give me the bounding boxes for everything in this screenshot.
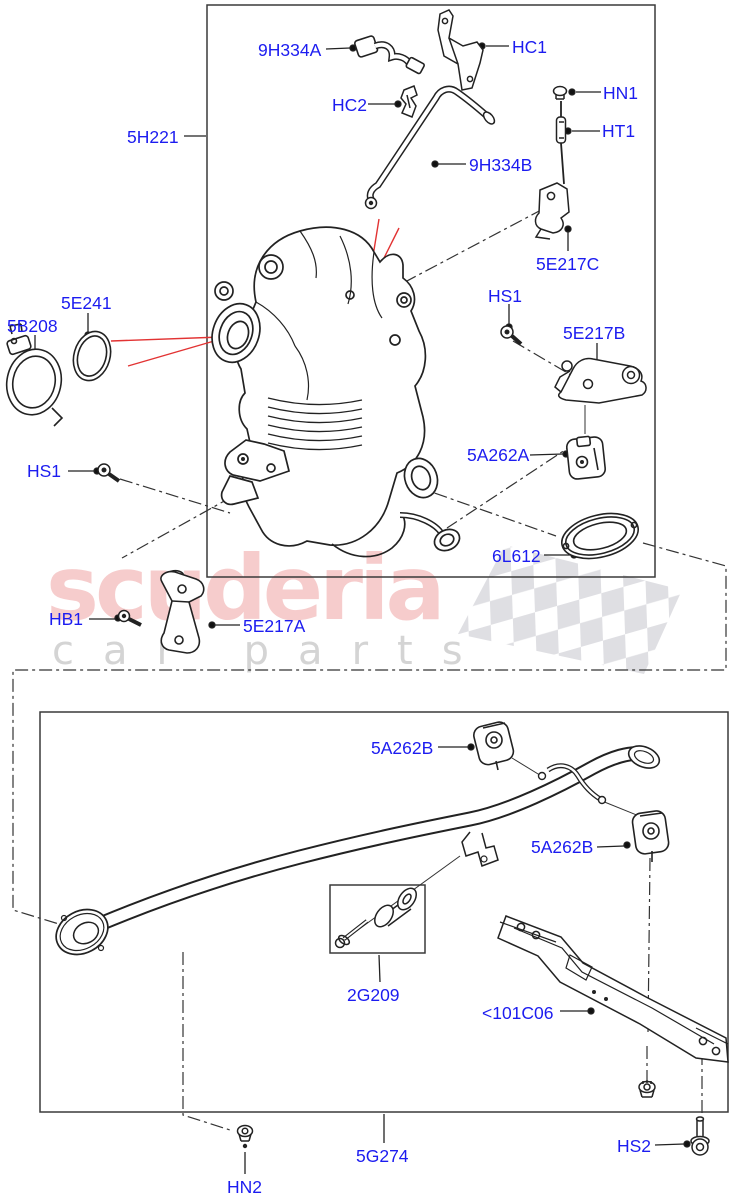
bracket-5E217C-drawing (534, 182, 570, 240)
part-label-6L612[interactable]: 6L612 (492, 546, 541, 566)
part-label-5A262A[interactable]: 5A262A (467, 445, 530, 465)
watermark-brand: scuderia (46, 536, 446, 640)
bolt-HS1-top-drawing (500, 325, 523, 346)
part-label-5E217B[interactable]: 5E217B (563, 323, 626, 343)
part-label-5H221[interactable]: 5H221 (127, 127, 179, 147)
part-label-101C06[interactable]: <101C06 (482, 1003, 554, 1023)
crossmember-101C06-drawing (497, 915, 729, 1063)
tube-9H334B-drawing (364, 85, 496, 210)
part-label-HN2[interactable]: HN2 (227, 1177, 263, 1197)
oring-5E241-drawing (72, 330, 112, 382)
clamp-5B208-drawing (5, 323, 64, 427)
mount-5A262B-1-drawing (473, 721, 515, 771)
part-label-5A262B-1[interactable]: 5A262B (371, 738, 434, 758)
part-label-5E217A[interactable]: 5E217A (243, 616, 306, 636)
nut-near-HS2-drawing (638, 1080, 656, 1098)
part-label-5B208[interactable]: 5B208 (7, 316, 58, 336)
clip-HC2-drawing (400, 85, 418, 118)
part-label-5E217C[interactable]: 5E217C (536, 254, 600, 274)
rod-HT1-drawing (555, 101, 567, 185)
part-label-HB1[interactable]: HB1 (49, 609, 84, 629)
part-label-HS2[interactable]: HS2 (617, 1136, 652, 1156)
bolt-HB1-drawing (117, 609, 142, 627)
part-label-HC1[interactable]: HC1 (512, 37, 548, 57)
bracket-5E217A-drawing (160, 569, 205, 654)
exhaust-pipe-5G274-drawing (55, 745, 661, 956)
mount-5A262B-2-drawing (631, 810, 670, 862)
bolt-HS2-drawing (690, 1116, 710, 1156)
part-label-HC2[interactable]: HC2 (332, 95, 368, 115)
bracket-HC1-drawing (437, 9, 484, 91)
part-label-9H334B[interactable]: 9H334B (469, 155, 533, 175)
bolt-HN1-drawing (552, 85, 568, 100)
top-assembly-box (206, 4, 656, 578)
bushing-kit-box (329, 884, 426, 954)
bottom-assembly-box (39, 711, 729, 1113)
part-label-5E241[interactable]: 5E241 (61, 293, 112, 313)
part-label-HS1-left[interactable]: HS1 (27, 461, 62, 481)
part-label-HS1-top[interactable]: HS1 (488, 286, 523, 306)
part-label-5A262B-2[interactable]: 5A262B (531, 837, 594, 857)
part-label-9H334A[interactable]: 9H334A (258, 40, 322, 60)
part-label-HT1[interactable]: HT1 (602, 121, 636, 141)
gasket-6L612-drawing (561, 512, 639, 560)
sensor-tube-9H334A-drawing (353, 35, 425, 75)
bolt-HS1-left-drawing (97, 463, 121, 483)
catalytic-converter-drawing (211, 226, 461, 558)
mount-5A262A-drawing (566, 435, 606, 480)
nut-HN2-drawing (236, 1124, 254, 1149)
part-label-HN1[interactable]: HN1 (603, 83, 639, 103)
frame-boxes (39, 4, 729, 1113)
part-label-5G274[interactable]: 5G274 (356, 1146, 409, 1166)
bushing-2G209-drawing (334, 887, 417, 949)
part-label-2G209[interactable]: 2G209 (347, 985, 400, 1005)
bracket-5E217B-drawing (554, 357, 647, 404)
watermark-tagline: car parts (52, 628, 492, 674)
